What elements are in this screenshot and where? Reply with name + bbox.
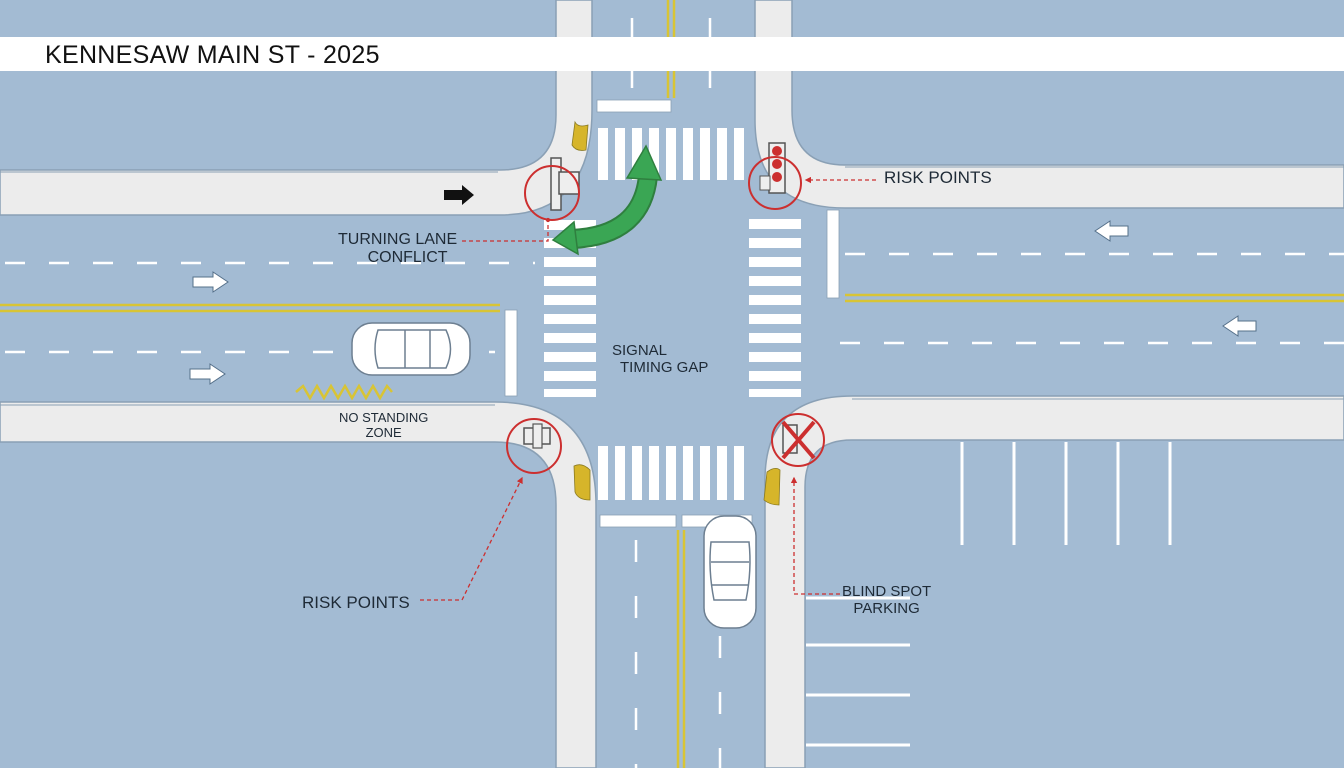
- label-risk-points-top: RISK POINTS: [884, 168, 992, 187]
- turn-arrow-icon: [551, 144, 663, 256]
- pedestrian-signal-icon: [523, 423, 551, 449]
- label-signal-timing-gap: SIGNAL TIMING GAP: [612, 342, 709, 377]
- direction-arrow-icon: [444, 185, 474, 205]
- page-title: KENNESAW MAIN ST - 2025: [45, 41, 380, 69]
- leader-lines: [420, 176, 876, 601]
- crosswalk-south: [598, 446, 744, 500]
- traffic-signal-icon: [759, 142, 786, 194]
- crosswalk-east: [749, 219, 801, 397]
- label-no-standing-zone: NO STANDING ZONE: [339, 410, 429, 440]
- no-entry-icon: [781, 420, 816, 460]
- title-bar: KENNESAW MAIN ST - 2025: [0, 37, 1344, 71]
- label-turning-lane-conflict: TURNING LANE CONFLICT: [338, 231, 458, 267]
- direction-arrow-icon: [189, 220, 1257, 385]
- label-risk-points-bottom: RISK POINTS: [302, 593, 410, 612]
- car-icon: [351, 322, 471, 376]
- car-icon: [703, 515, 757, 629]
- label-blind-spot-parking: BLIND SPOT PARKING: [842, 583, 932, 618]
- crosswalk-north: [598, 128, 744, 180]
- parking-lines: [806, 442, 1172, 747]
- risk-markers: [506, 156, 825, 474]
- stop-bars: [504, 99, 840, 528]
- no-standing-zigzag: [295, 383, 393, 401]
- tactile-paving: [571, 120, 781, 506]
